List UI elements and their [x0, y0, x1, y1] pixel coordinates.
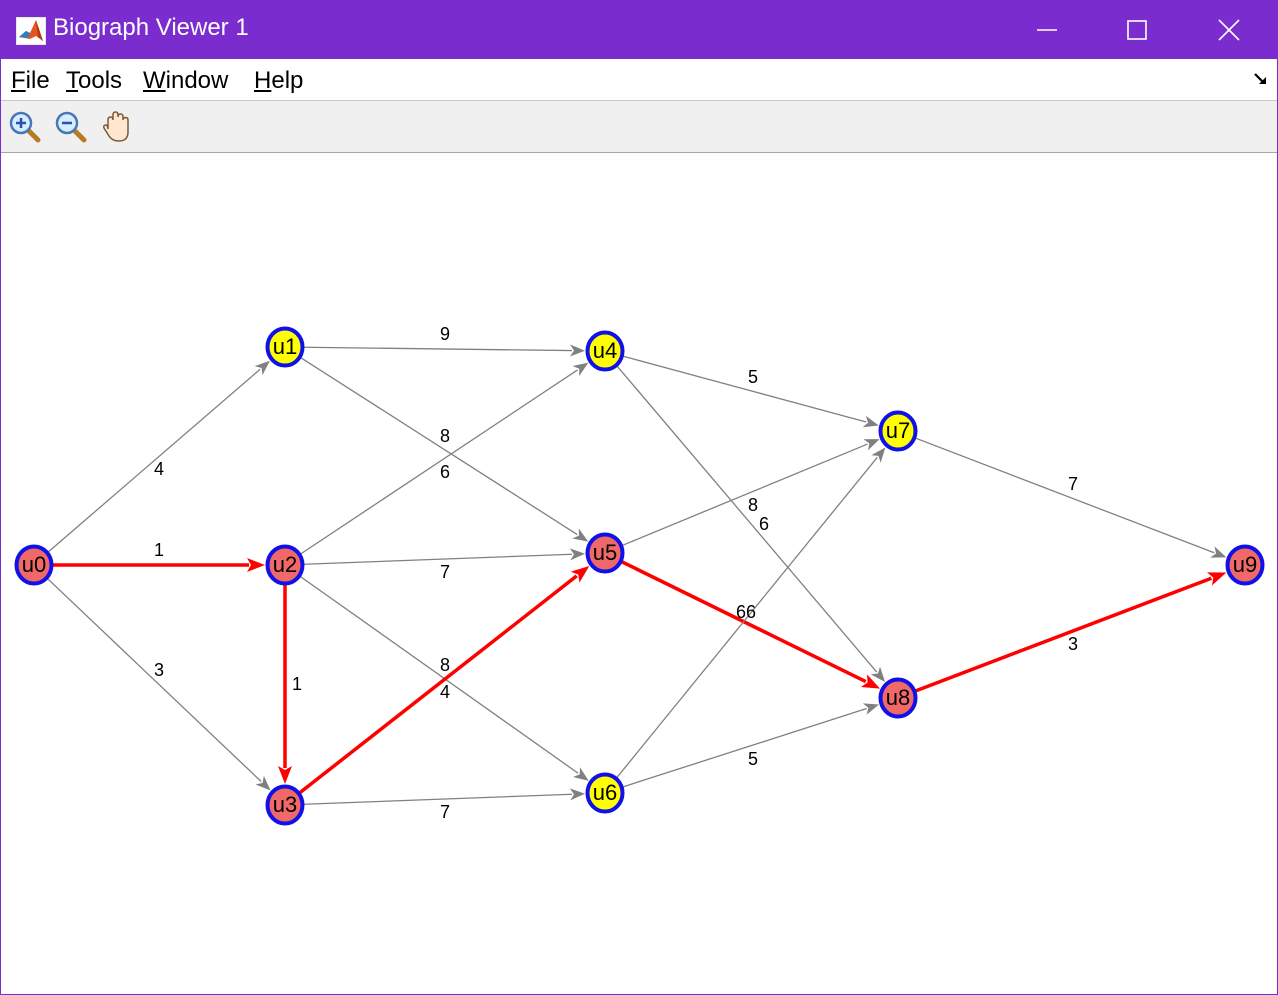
edge-weight-u6-u7: 6 [736, 602, 746, 622]
edge-u0-u3[interactable] [47, 578, 271, 791]
edge-weight-u0-u2: 1 [154, 540, 164, 560]
edge-arrowhead [569, 548, 586, 561]
edge-arrowhead [247, 558, 265, 572]
edge-u3-u6[interactable] [303, 788, 586, 805]
edge-arrowhead [1207, 572, 1227, 586]
node-u2[interactable]: u2 [265, 544, 305, 586]
edge-u4-u8[interactable] [616, 365, 886, 682]
node-u8[interactable]: u8 [878, 677, 918, 719]
pan-hand-icon[interactable] [99, 109, 135, 145]
edge-weight-u4-u8: 6 [759, 514, 769, 534]
zoom-in-icon[interactable] [7, 109, 43, 145]
node-label: u8 [886, 685, 910, 710]
edge-arrowhead [862, 703, 879, 715]
edge-arrowhead [569, 788, 586, 801]
minimize-button[interactable] [1001, 1, 1093, 59]
edge-weight-u3-u5: 4 [440, 682, 450, 702]
edge-arrowhead [278, 766, 292, 784]
edge-arrowhead [569, 344, 586, 357]
node-u4[interactable]: u4 [585, 330, 625, 372]
edge-weight-u5-u8: 6 [746, 602, 756, 622]
edge-arrowhead [860, 674, 881, 689]
edge-weight-u1-u4: 9 [440, 324, 450, 344]
node-label: u9 [1233, 552, 1257, 577]
edge-weight-u8-u9: 3 [1068, 634, 1078, 654]
edge-u2-u5[interactable] [303, 548, 586, 565]
edge-arrowhead [572, 528, 589, 542]
edge-arrowhead [572, 362, 589, 376]
edge-weight-u2-u5: 7 [440, 562, 450, 582]
menu-tools[interactable]: Tools [66, 67, 123, 94]
edge-u5-u8[interactable] [621, 560, 881, 689]
edge-u2-u3[interactable] [278, 585, 292, 784]
node-label: u6 [593, 780, 617, 805]
matlab-logo-icon [16, 17, 46, 45]
edge-weight-u2-u4: 6 [440, 462, 450, 482]
minimize-icon [1037, 29, 1057, 31]
edge-arrowhead [871, 447, 886, 463]
edge-u0-u1[interactable] [47, 360, 270, 553]
edge-u1-u4[interactable] [303, 344, 586, 357]
node-label: u3 [273, 792, 297, 817]
edge-u1-u5[interactable] [300, 357, 589, 542]
edge-weight-u2-u3: 1 [292, 674, 302, 694]
edge-u7-u9[interactable] [915, 437, 1227, 558]
edge-weight-u0-u3: 3 [154, 660, 164, 680]
toolbar [1, 101, 1277, 153]
menu-help[interactable]: Help [254, 67, 304, 94]
edge-weight-u6-u8: 5 [748, 749, 758, 769]
edge-arrowhead [870, 666, 886, 682]
edge-weight-u7-u9: 7 [1068, 474, 1078, 494]
edge-weight-u4-u7: 5 [748, 367, 758, 387]
edge-arrowhead [255, 775, 271, 791]
edge-u0-u2[interactable] [53, 558, 265, 572]
node-label: u2 [273, 552, 297, 577]
node-u1[interactable]: u1 [265, 326, 305, 368]
edge-arrowhead [862, 415, 879, 428]
node-label: u1 [273, 334, 297, 359]
edge-arrowhead [573, 767, 589, 781]
edge-u5-u7[interactable] [622, 439, 880, 546]
zoom-out-icon[interactable] [53, 109, 89, 145]
edge-u2-u4[interactable] [300, 362, 589, 555]
edge-u3-u5[interactable] [298, 565, 590, 795]
edge-arrowhead [863, 439, 880, 451]
menu-window[interactable]: Window [143, 67, 229, 94]
menu-file[interactable]: File [11, 67, 50, 94]
node-u5[interactable]: u5 [585, 532, 625, 574]
node-label: u5 [593, 540, 617, 565]
edge-u2-u6[interactable] [300, 576, 589, 781]
edge-weight-u0-u1: 4 [154, 459, 164, 479]
dock-arrow-icon[interactable] [1253, 71, 1269, 87]
node-label: u4 [593, 338, 617, 363]
title-bar[interactable]: Biograph Viewer 1 [1, 1, 1277, 59]
edge-u6-u8[interactable] [622, 703, 879, 788]
close-button[interactable] [1183, 1, 1275, 59]
edge-weight-u5-u7: 8 [748, 495, 758, 515]
edge-weight-u1-u5: 8 [440, 426, 450, 446]
node-label: u7 [886, 418, 910, 443]
window-title: Biograph Viewer 1 [53, 14, 249, 41]
node-u6[interactable]: u6 [585, 772, 625, 814]
edge-arrowhead [570, 565, 590, 583]
maximize-icon [1127, 20, 1147, 40]
edge-u6-u7[interactable] [616, 447, 886, 778]
edge-u8-u9[interactable] [915, 572, 1227, 693]
maximize-button[interactable] [1091, 1, 1183, 59]
edge-weight-u3-u6: 7 [440, 802, 450, 822]
node-u0[interactable]: u0 [14, 544, 54, 586]
node-u3[interactable]: u3 [265, 784, 305, 826]
edge-u4-u7[interactable] [623, 355, 879, 428]
edge-arrowhead [1210, 546, 1227, 558]
edge-arrowhead [254, 360, 270, 376]
node-u7[interactable]: u7 [878, 410, 918, 452]
menu-bar: File Tools Window Help [1, 59, 1277, 101]
close-icon [1218, 19, 1240, 41]
node-u9[interactable]: u9 [1225, 544, 1265, 586]
edge-weight-u2-u6: 8 [440, 655, 450, 675]
node-label: u0 [22, 552, 46, 577]
